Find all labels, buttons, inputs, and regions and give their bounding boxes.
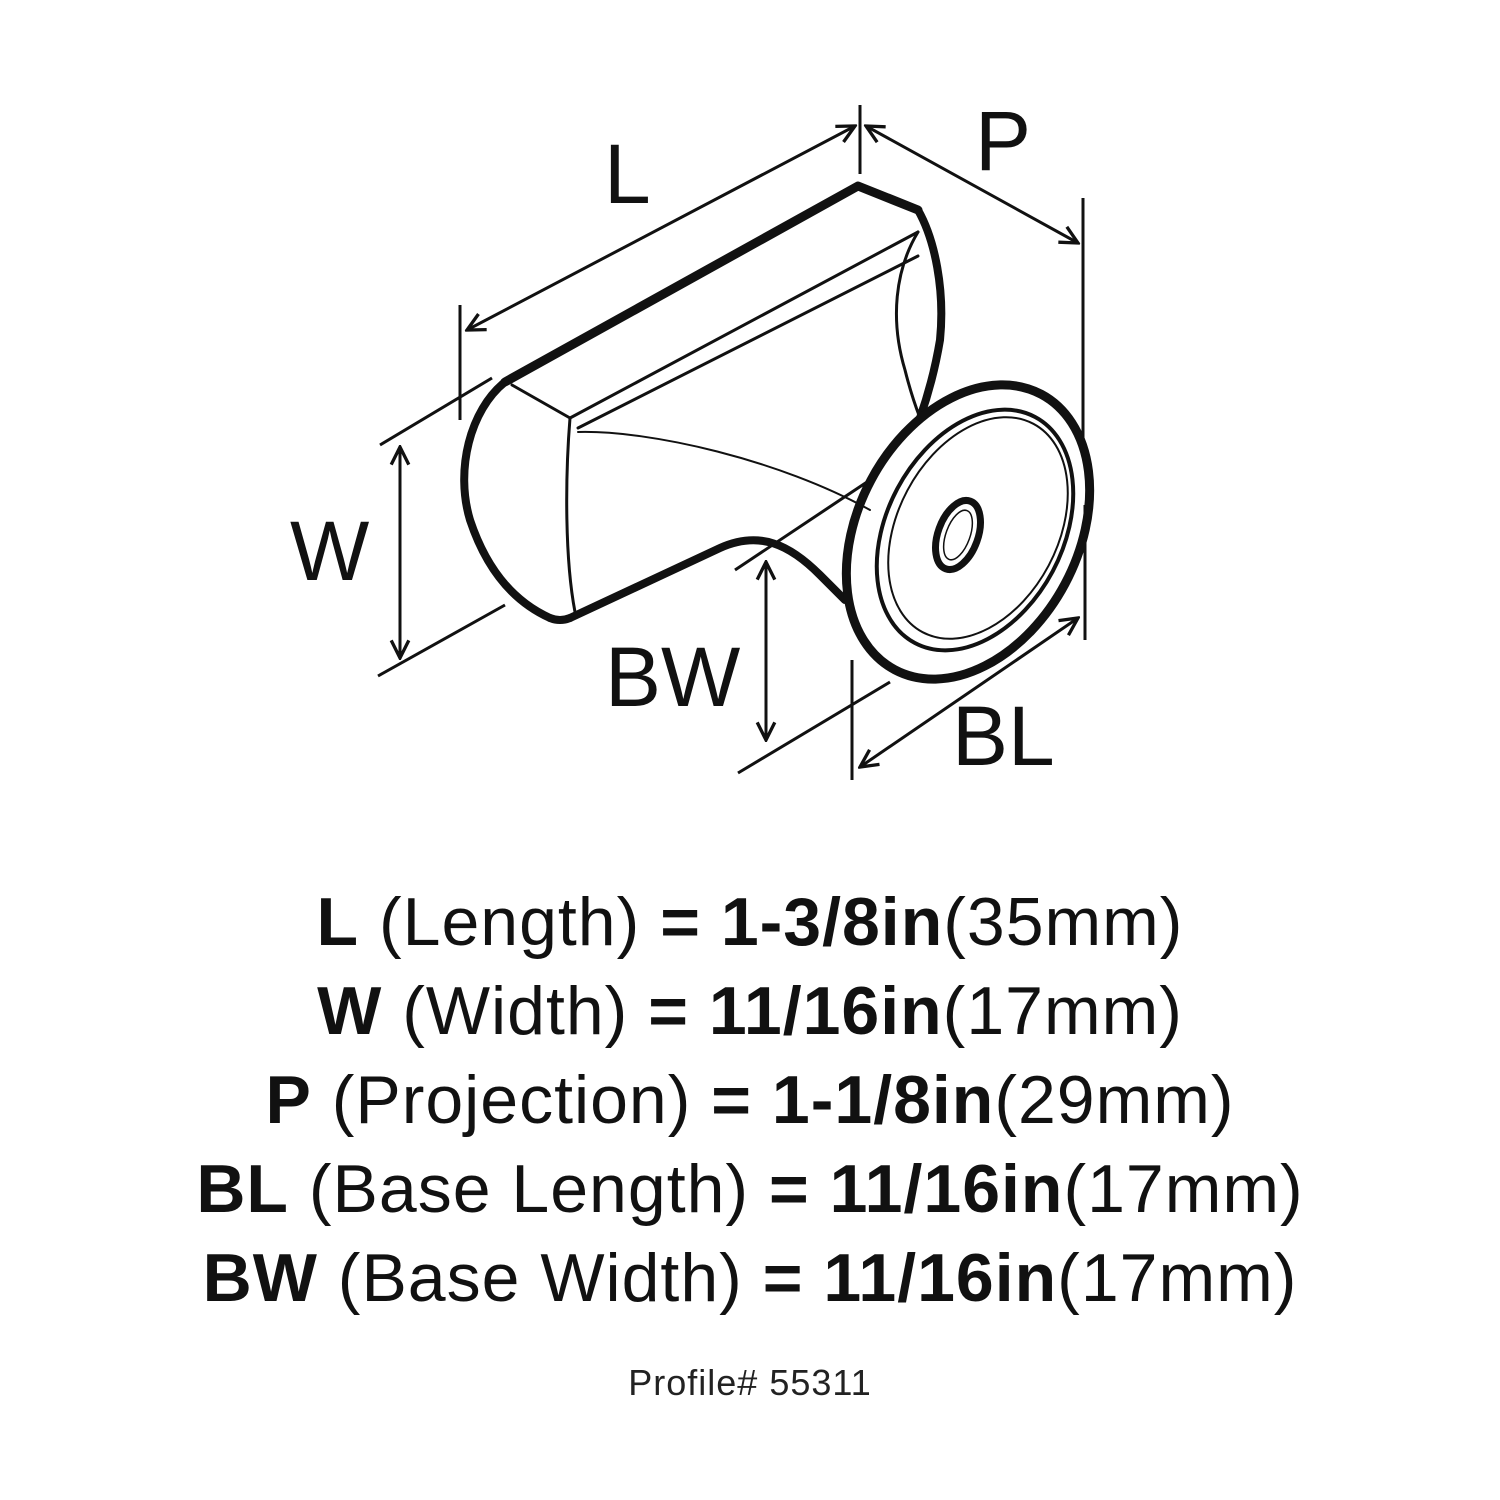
spec-metric: (35mm) bbox=[943, 884, 1184, 960]
spec-base-length: BL (Base Length) = 11/16in(17mm) bbox=[0, 1145, 1500, 1234]
spec-projection: P (Projection) = 1-1/8in(29mm) bbox=[0, 1056, 1500, 1145]
label-BL: BL bbox=[952, 689, 1055, 783]
spec-metric: (17mm) bbox=[1063, 1151, 1304, 1227]
spec-metric: (17mm) bbox=[942, 973, 1183, 1049]
spec-code: BW bbox=[202, 1240, 318, 1316]
spec-length: L (Length) = 1-3/8in(35mm) bbox=[0, 878, 1500, 967]
spec-name: (Base Width) bbox=[337, 1240, 743, 1316]
label-BW: BW bbox=[605, 630, 740, 724]
spec-code: BL bbox=[196, 1151, 289, 1227]
spec-base-width: BW (Base Width) = 11/16in(17mm) bbox=[0, 1234, 1500, 1323]
spec-name: (Projection) bbox=[331, 1062, 692, 1138]
spec-equals: = bbox=[711, 1062, 752, 1138]
spec-imperial: 1-3/8in bbox=[720, 884, 944, 960]
spec-width: W (Width) = 11/16in(17mm) bbox=[0, 967, 1500, 1056]
spec-code: L bbox=[316, 884, 360, 960]
dimension-lines bbox=[377, 105, 1087, 780]
spec-imperial: 11/16in bbox=[823, 1240, 1058, 1316]
knob-illustration bbox=[460, 181, 1095, 684]
label-W: W bbox=[290, 504, 369, 598]
spec-code: W bbox=[317, 973, 383, 1049]
spec-equals: = bbox=[762, 1240, 804, 1316]
dimension-specs: L (Length) = 1-3/8in(35mm) W (Width) = 1… bbox=[0, 878, 1500, 1323]
spec-equals: = bbox=[768, 1151, 810, 1227]
spec-equals: = bbox=[648, 973, 689, 1049]
label-P: P bbox=[975, 94, 1031, 188]
spec-name: (Base Length) bbox=[308, 1151, 750, 1227]
spec-imperial: 11/16in bbox=[708, 973, 943, 1049]
spec-name: (Length) bbox=[379, 884, 641, 960]
spec-code: P bbox=[265, 1062, 312, 1138]
knob-dimension-drawing: L P W BW BL bbox=[290, 94, 1095, 783]
spec-imperial: 11/16in bbox=[829, 1151, 1064, 1227]
spec-name: (Width) bbox=[402, 973, 629, 1049]
spec-equals: = bbox=[660, 884, 701, 960]
spec-metric: (29mm) bbox=[994, 1062, 1235, 1138]
spec-imperial: 1-1/8in bbox=[771, 1062, 995, 1138]
label-L: L bbox=[604, 127, 651, 221]
spec-metric: (17mm) bbox=[1057, 1240, 1298, 1316]
profile-number: Profile# 55311 bbox=[628, 1362, 872, 1403]
